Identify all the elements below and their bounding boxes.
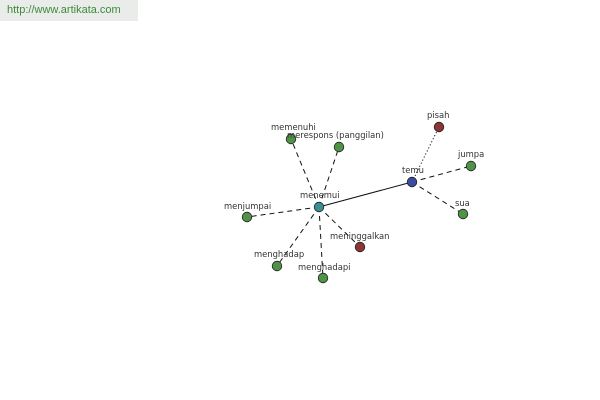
node-dot-jumpa[interactable] — [465, 160, 477, 172]
node-dot-meninggalkan[interactable] — [354, 241, 366, 253]
node-jumpa[interactable]: jumpa — [457, 149, 484, 172]
node-meninggalkan[interactable]: meninggalkan — [330, 231, 390, 253]
node-label-menemui[interactable]: menemui — [300, 190, 340, 200]
node-label-menjumpai[interactable]: menjumpai — [224, 201, 271, 211]
node-dot-temu[interactable] — [406, 176, 418, 188]
node-label-jumpa[interactable]: jumpa — [457, 149, 484, 159]
node-sua[interactable]: sua — [455, 198, 470, 220]
edge-menemui-menghadapi — [318, 206, 324, 279]
node-label-menghadap[interactable]: menghadap — [254, 249, 304, 259]
node-label-merespons[interactable]: merespons (panggilan) — [287, 130, 384, 140]
url-text[interactable]: http://www.artikata.com — [7, 4, 121, 16]
edge-temu-pisah — [411, 126, 440, 183]
node-dot-merespons[interactable] — [333, 141, 345, 153]
node-label-sua[interactable]: sua — [455, 198, 470, 208]
url-banner: http://www.artikata.com — [0, 0, 138, 21]
node-dot-menemui[interactable] — [313, 201, 325, 213]
node-menghadap[interactable]: menghadap — [254, 249, 304, 272]
edge-menemui-menghadap — [276, 206, 320, 267]
node-dot-menghadapi[interactable] — [317, 272, 329, 284]
node-pisah[interactable]: pisah — [427, 110, 449, 133]
node-label-memenuhi[interactable]: memenuhi — [271, 122, 316, 132]
node-menjumpai[interactable]: menjumpai — [224, 201, 271, 223]
node-dot-memenuhi[interactable] — [285, 133, 297, 145]
node-memenuhi[interactable]: memenuhi — [271, 122, 316, 145]
node-label-menghadapi[interactable]: menghadapi — [298, 262, 350, 272]
node-merespons[interactable]: merespons (panggilan) — [287, 130, 384, 153]
node-menghadapi[interactable]: menghadapi — [298, 262, 350, 284]
node-temu[interactable]: temu — [402, 165, 424, 188]
edge-menemui-menjumpai — [246, 206, 320, 218]
node-dot-menghadap[interactable] — [271, 260, 283, 272]
node-dot-sua[interactable] — [457, 208, 469, 220]
node-dot-pisah[interactable] — [433, 121, 445, 133]
node-label-meninggalkan[interactable]: meninggalkan — [330, 231, 390, 241]
graph-edges — [246, 126, 472, 279]
node-label-temu[interactable]: temu — [402, 165, 424, 175]
edge-menemui-merespons — [318, 146, 340, 208]
edge-menemui-memenuhi — [290, 138, 320, 208]
edge-temu-sua — [411, 181, 464, 215]
node-menemui[interactable]: menemui — [300, 190, 340, 213]
edge-temu-jumpa — [411, 165, 472, 183]
node-dot-menjumpai[interactable] — [241, 211, 253, 223]
edge-menemui-temu — [318, 181, 413, 208]
edge-menemui-meninggalkan — [318, 206, 361, 248]
node-label-pisah[interactable]: pisah — [427, 110, 449, 120]
